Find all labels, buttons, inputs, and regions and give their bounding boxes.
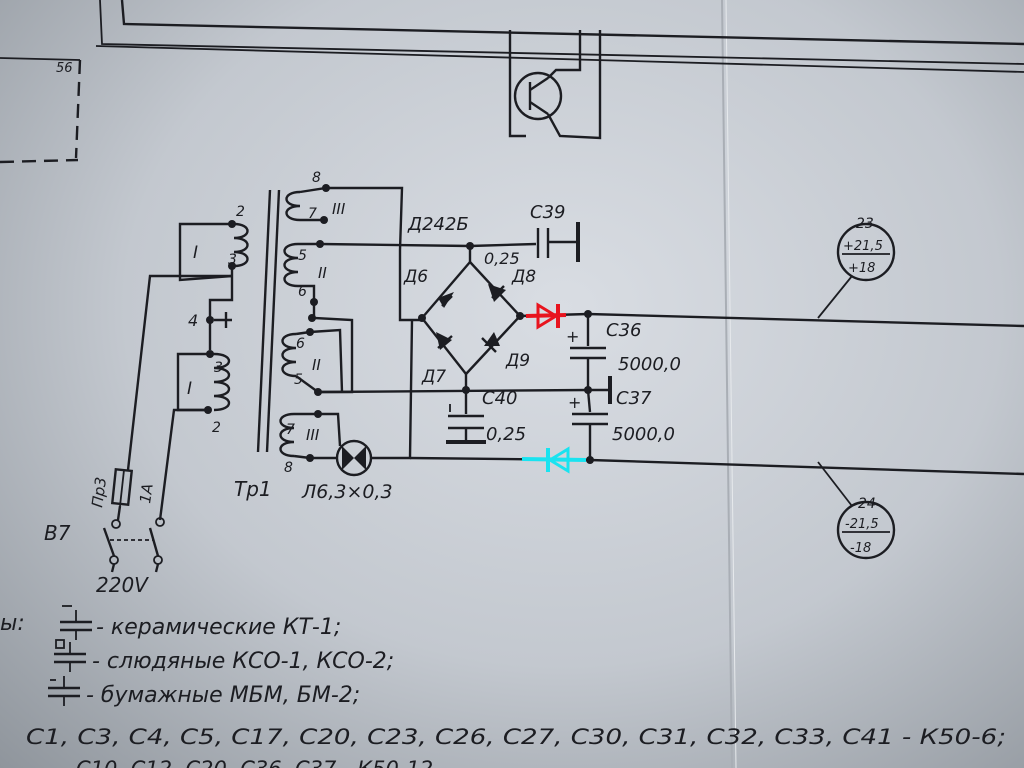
legend-prefix: ы: xyxy=(0,611,25,636)
pin-3-upper: 3 xyxy=(228,252,237,268)
top-frame-lines: 56 xyxy=(0,0,1024,164)
terminal-24: 24 -21,5 -18 xyxy=(836,496,896,560)
legend-mica: - слюдяные КСО-1, КСО-2; xyxy=(92,649,394,674)
pin-5-lower: 5 xyxy=(294,372,303,388)
winding-ii-upper-label: II xyxy=(318,264,327,282)
capacitor-c37: + С37 5000,0 xyxy=(568,376,675,464)
secondary-winding-ii-upper: 5 6 II xyxy=(283,240,327,306)
pin-8-top: 8 xyxy=(312,170,321,186)
primary-winding-lower: I 3 2 xyxy=(176,320,231,436)
legend-capacitor-list-2: С10, С12, С20, С36, С37 - К50-12 xyxy=(76,757,433,768)
c37-polarity: + xyxy=(568,393,581,412)
terminal-23-top: +21,5 xyxy=(843,239,883,254)
ceramic-capacitor-icon xyxy=(60,605,92,640)
fuse-label: Пр3 xyxy=(88,476,110,509)
pin-4: 4 xyxy=(188,311,198,330)
diode-d7-label: Д7 xyxy=(421,367,446,387)
winding-ii-lower-label: II xyxy=(312,356,321,374)
switch-label: В7 xyxy=(44,521,71,545)
winding-iii-upper-label: III xyxy=(332,200,346,218)
diode-type-label: Д242Б xyxy=(407,214,469,235)
terminal-24-bottom: -18 xyxy=(850,541,871,556)
terminal-24-top: -21,5 xyxy=(845,517,879,532)
c39-name: С39 xyxy=(530,202,565,223)
pin-8-bottom: 8 xyxy=(284,460,293,476)
primary-winding-upper: I 2 3 xyxy=(178,204,249,320)
capacitor-c40: С40 0,25 xyxy=(446,388,526,445)
paper-capacitor-icon xyxy=(48,676,80,706)
pin-6-upper: 6 xyxy=(298,284,307,300)
lamp-label: Л6,3×0,3 xyxy=(301,481,393,503)
corner-fragment-label: 56 xyxy=(56,61,73,76)
legend-capacitor-list: С1, С3, С4, С5, С17, С20, С23, С26, С27,… xyxy=(26,725,1006,749)
pin-2-upper: 2 xyxy=(236,204,245,220)
diode-bridge: Д242Б Д6 Д8 Д7 Д9 xyxy=(403,214,536,394)
pin-5-upper: 5 xyxy=(298,248,307,264)
terminal-24-number: 24 xyxy=(858,496,876,512)
highlighted-diode-cyan xyxy=(521,446,587,474)
winding-i-upper-label: I xyxy=(193,243,198,263)
switch-b7: В7 220V xyxy=(44,517,165,597)
c36-polarity: + xyxy=(566,327,579,346)
diode-d9-label: Д9 xyxy=(505,351,530,371)
fuse-pr3: Пр3 1А xyxy=(88,467,157,521)
pin-3-lower: 3 xyxy=(214,360,223,376)
c40-name: С40 xyxy=(482,388,517,409)
diode-d8-label: Д8 xyxy=(511,267,536,287)
c36-value: 5000,0 xyxy=(618,354,681,375)
mains-label: 220V xyxy=(96,573,149,597)
mica-capacitor-icon xyxy=(54,639,86,672)
pin-7-top: 7 xyxy=(308,206,317,222)
c36-name: С36 xyxy=(606,320,641,341)
paper-fold-vertical-2 xyxy=(725,0,737,768)
capacitor-legend: ы: - керамические КТ-1; - слюдяные КСО-1… xyxy=(0,605,1006,768)
winding-i-lower-label: I xyxy=(187,379,192,399)
legend-ceramic: - керамические КТ-1; xyxy=(96,615,341,640)
c37-value: 5000,0 xyxy=(612,424,675,445)
secondary-winding-iii-upper: 8 7 III xyxy=(285,170,404,251)
transistor-symbol xyxy=(508,30,602,140)
paper-fold-vertical xyxy=(721,0,733,768)
terminal-23: 23 +21,5 +18 xyxy=(836,216,896,282)
c40-value: 0,25 xyxy=(486,424,526,445)
indicator-lamp: Л6,3×0,3 xyxy=(301,319,414,503)
winding-iii-lower-label: III xyxy=(306,426,320,444)
legend-paper: - бумажные МБМ, БМ-2; xyxy=(86,683,360,708)
secondary-winding-ii-lower: 6 5 II xyxy=(281,314,322,396)
c37-name: С37 xyxy=(616,388,652,409)
fuse-rating: 1А xyxy=(136,482,157,504)
pin-2-lower: 2 xyxy=(212,420,221,436)
transformer-tr1: I 2 3 4 I 3 2 xyxy=(126,170,404,521)
terminal-23-number: 23 xyxy=(856,216,874,232)
capacitor-c39: С39 0,25 xyxy=(469,202,580,268)
c39-value: 0,25 xyxy=(484,249,520,268)
pin-7-bottom: 7 xyxy=(286,422,295,438)
capacitor-c36: + С36 5000,0 xyxy=(566,310,681,390)
terminal-23-bottom: +18 xyxy=(848,261,875,276)
secondary-winding-iii-lower: 7 8 III xyxy=(279,410,322,476)
transformer-name: Тр1 xyxy=(234,477,272,501)
highlighted-diode-red xyxy=(519,302,589,330)
diode-d6-label: Д6 xyxy=(403,267,428,287)
pin-6-lower: 6 xyxy=(296,336,305,352)
